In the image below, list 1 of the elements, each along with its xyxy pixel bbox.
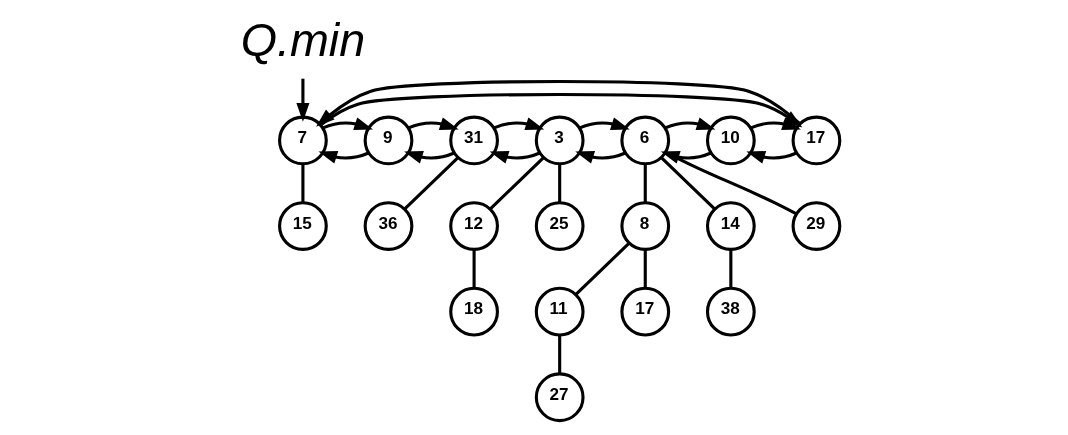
node-text: Q.min [240, 14, 366, 67]
